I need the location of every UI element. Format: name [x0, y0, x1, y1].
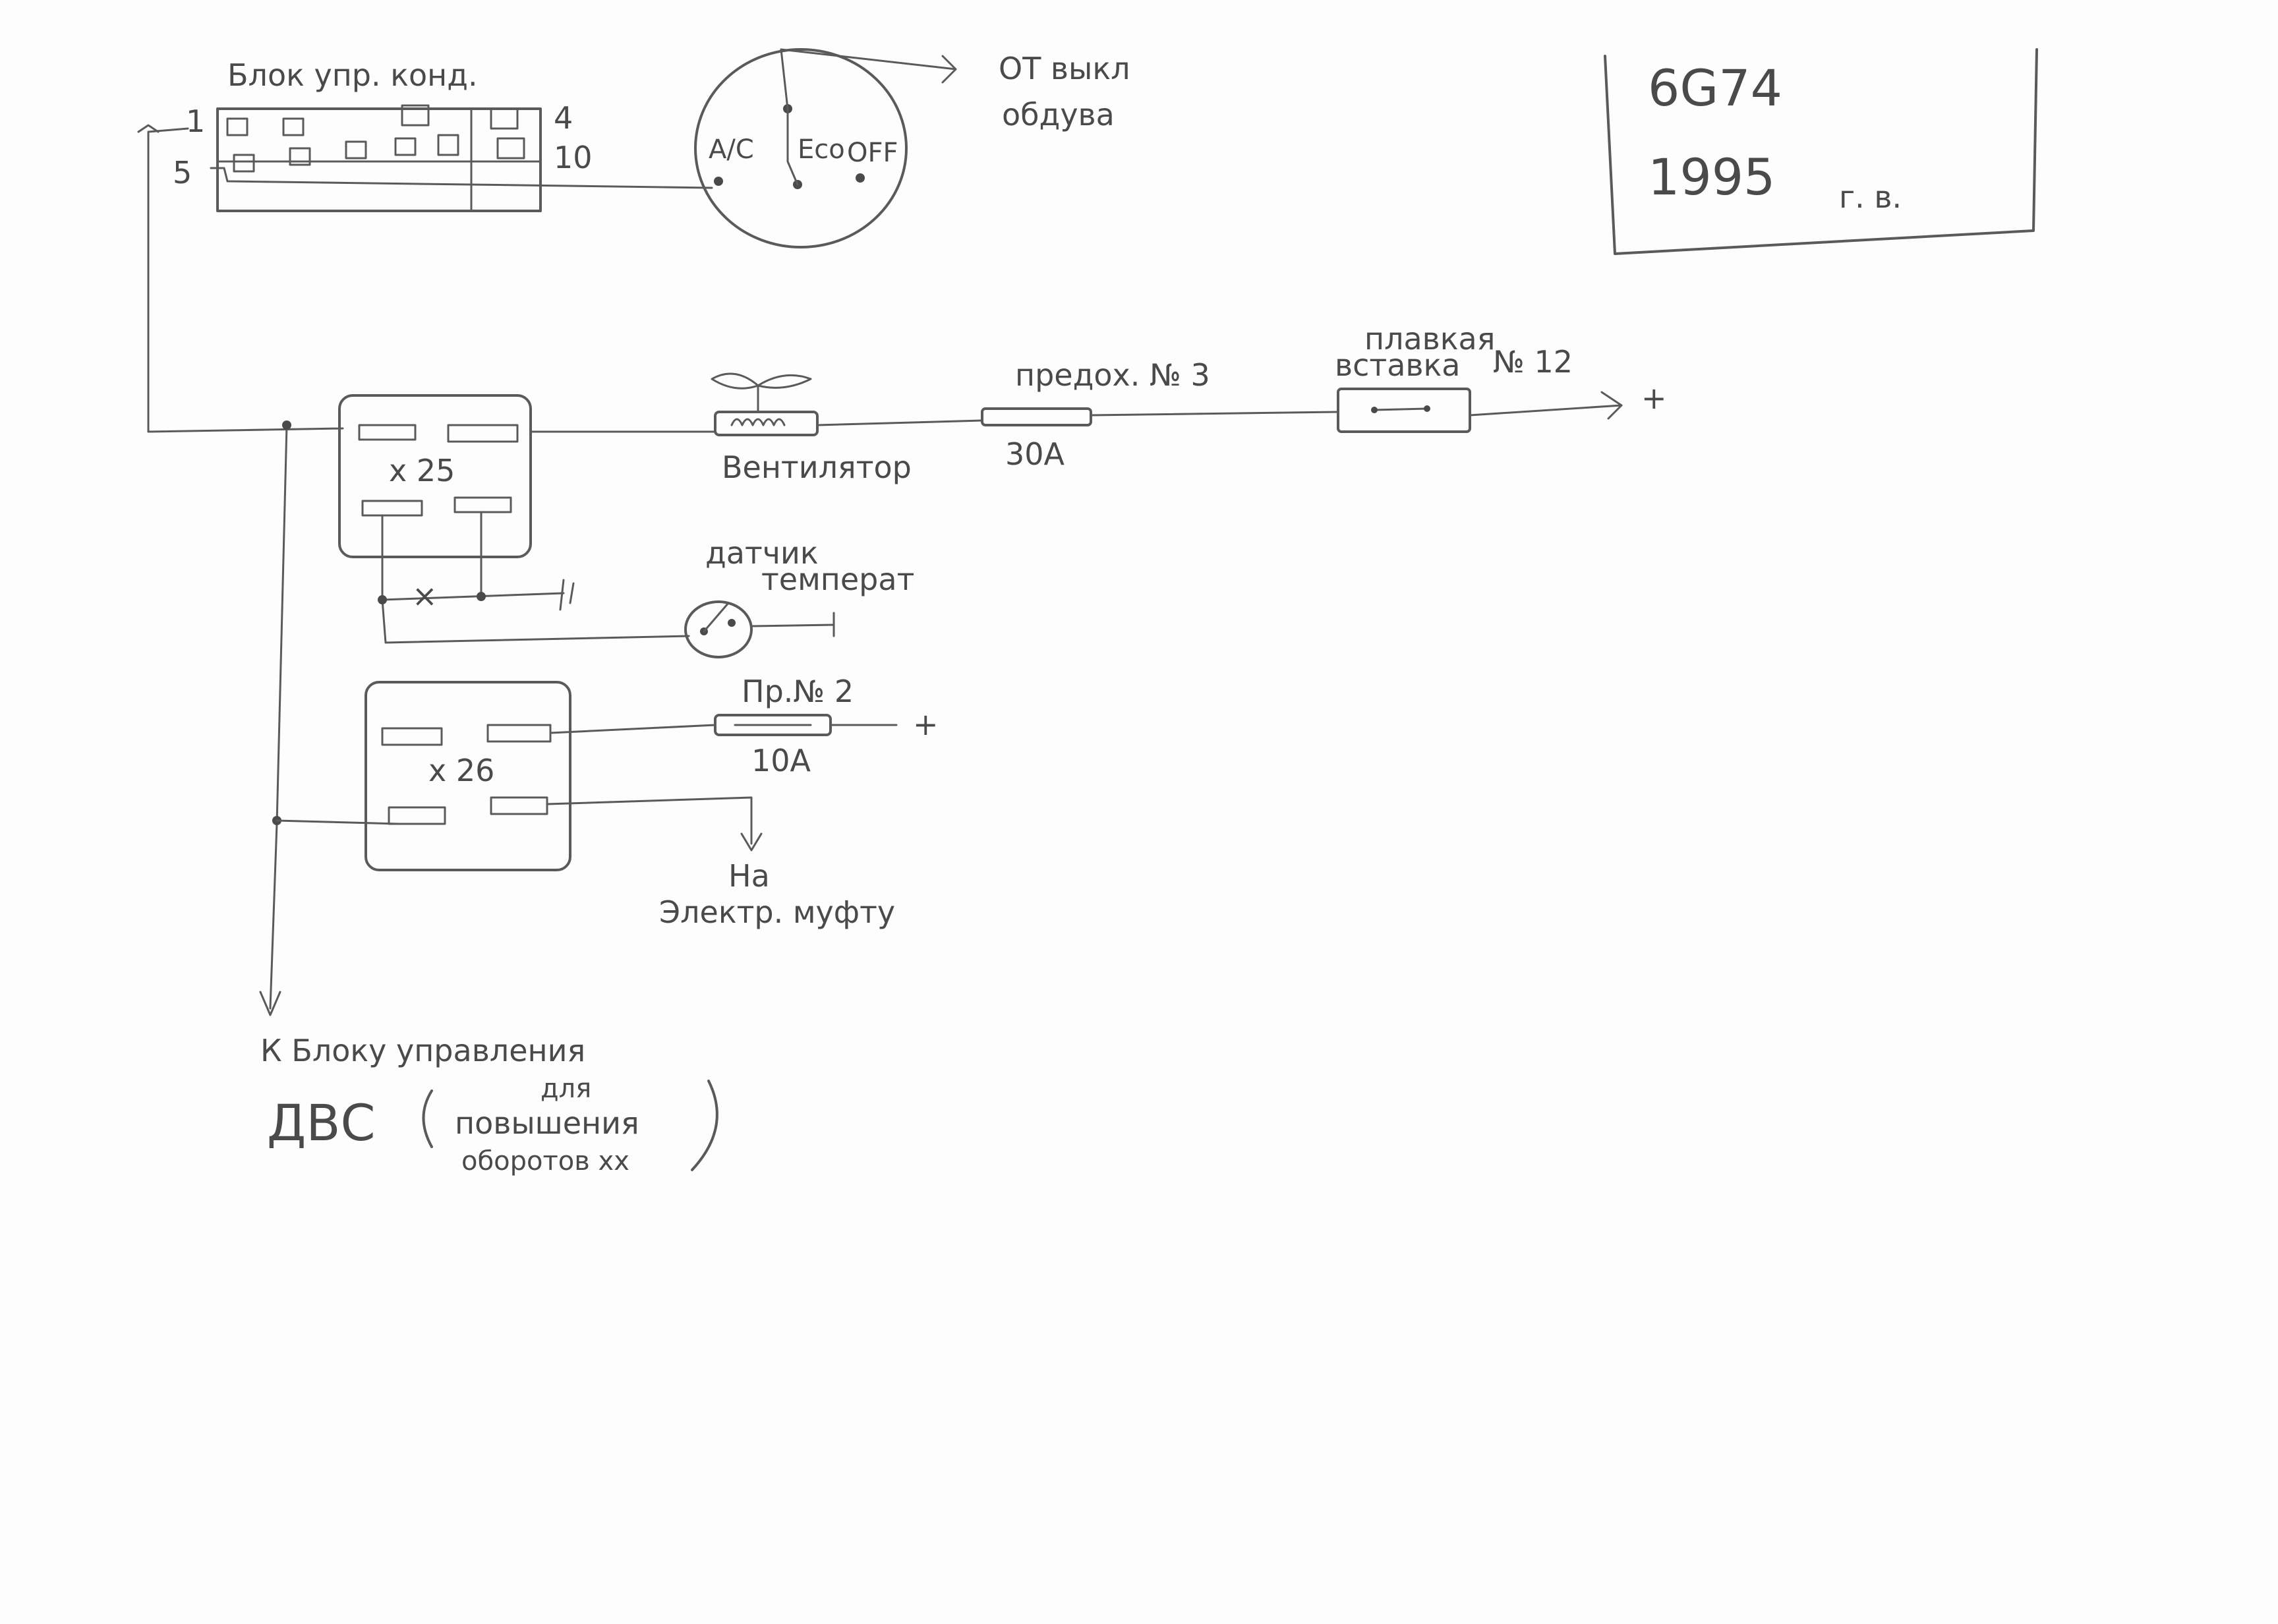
svg-text:×: ×: [412, 578, 438, 614]
fusible-link-terminal: +: [1641, 380, 1667, 416]
ecu-line1: К Блоку управления: [260, 1033, 585, 1068]
temp-sensor-line1: датчик: [705, 535, 819, 571]
clutch-line1: На: [728, 858, 770, 894]
fuse-2-rating: 10А: [751, 743, 811, 778]
pin-10-label: 10: [554, 140, 593, 175]
fuse-2: Пр.№ 2 10А +: [714, 674, 939, 778]
ecu-prefix: ДВС: [267, 1093, 376, 1152]
fuse-2-label: Пр.№ 2: [742, 674, 854, 709]
ac-control-block: Блок упр. конд. 1 5 4 10: [173, 57, 713, 212]
fusible-link-line1: плавкая: [1364, 321, 1495, 357]
relay-x25-label: х 25: [389, 453, 455, 488]
switch-ac-label: A/C: [709, 134, 754, 165]
fuse-3-label: предох. № 3: [1015, 357, 1210, 393]
switch-eco-label: Eco: [798, 134, 845, 165]
relay-x26: х 26: [365, 681, 763, 871]
switch-off-label: OFF: [847, 138, 898, 168]
pin-4-label: 4: [554, 100, 573, 136]
switch-source-line2: обдува: [1002, 97, 1115, 132]
ecu-paren-line1: для: [540, 1074, 591, 1104]
pin-5-label: 5: [173, 155, 192, 190]
switch-source-line1: ОТ выкл: [999, 51, 1130, 86]
engine-note-box: 6G74 1995 г. в.: [1604, 48, 2038, 255]
ecu-paren-line3: оборотов хх: [461, 1146, 629, 1176]
fuse-3-rating: 30А: [1005, 436, 1065, 472]
fan-circuit: Вентилятор предох. № 3 30А плавкая встав…: [529, 321, 1667, 485]
pin-1-label: 1: [186, 103, 205, 139]
temperature-sensor: датчик температ: [684, 535, 914, 658]
fuse-2-terminal: +: [913, 707, 939, 742]
main-wiring: [137, 124, 400, 1016]
relay-x26-label: х 26: [428, 753, 494, 788]
control-block-title: Блок упр. конд.: [227, 57, 478, 93]
relay-x25: х 25 ×: [338, 394, 690, 644]
ecu-paren-line2: повышения: [455, 1105, 639, 1141]
clutch-line2: Электр. муфту: [659, 894, 895, 930]
ecu-note: К Блоку управления ДВС для повышения обо…: [260, 1033, 718, 1176]
fusible-link-line2: вставка: [1335, 347, 1460, 383]
fusible-link-number: № 12: [1493, 344, 1573, 380]
engine-model: 6G74: [1648, 59, 1782, 117]
engine-year: 1995: [1648, 148, 1775, 206]
mode-switch: A/C Eco OFF ОТ выкл обдува: [694, 48, 1130, 248]
temp-sensor-line2: температ: [761, 562, 914, 597]
clutch-note: На Электр. муфту: [659, 858, 895, 930]
engine-year-suffix: г. в.: [1839, 179, 1902, 215]
fan-label: Вентилятор: [722, 450, 912, 485]
